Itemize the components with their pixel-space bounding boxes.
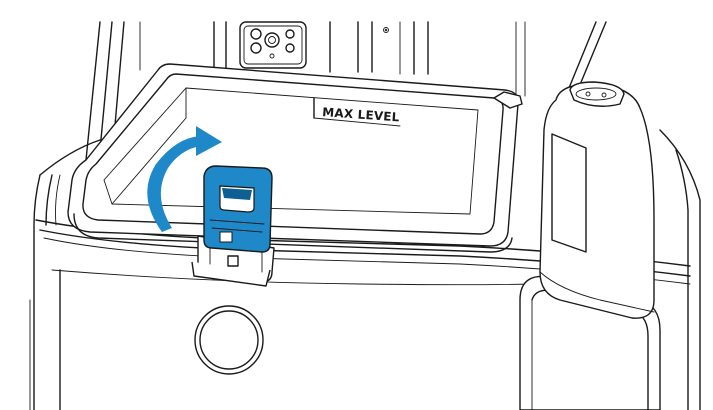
rotate-arrow-icon (147, 126, 222, 232)
max-level-marking: MAX LEVEL (313, 97, 401, 127)
camera-module-icon (239, 21, 307, 69)
max-level-label: MAX LEVEL (322, 105, 400, 124)
latch-clip-icon[interactable] (191, 165, 275, 287)
power-button-icon[interactable] (194, 305, 264, 375)
resin-vat (67, 63, 523, 253)
z-axis-tower (213, 21, 429, 75)
resin-bottle (519, 81, 661, 410)
lid-cover (85, 21, 607, 161)
